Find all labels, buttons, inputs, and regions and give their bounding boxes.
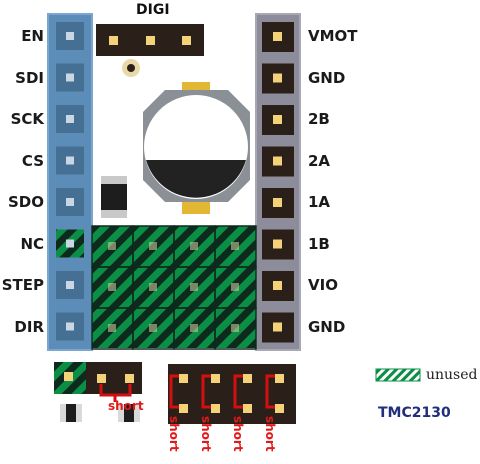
right-pin-1b — [262, 229, 294, 260]
short-label-1: short — [167, 416, 181, 452]
potentiometer — [143, 82, 250, 214]
left-pin-label: SCK — [10, 110, 44, 128]
left-pin-label: CS — [21, 151, 44, 170]
left-pin-sdo — [56, 188, 84, 216]
right-pin-gnd — [262, 312, 294, 343]
model-name: TMC2130 — [378, 405, 451, 421]
right-pin-label: VIO — [308, 276, 338, 294]
jumper-block-left — [54, 362, 142, 402]
left-pin-label: DIR — [14, 317, 44, 336]
right-pin-vio — [262, 271, 294, 301]
right-pin-vmot — [262, 22, 294, 52]
unused-pin-grid — [91, 225, 257, 350]
left-pin-step — [56, 271, 84, 299]
smd-component — [101, 176, 127, 218]
left-pin-label: EN — [21, 27, 44, 45]
right-pin-label: VMOT — [308, 27, 358, 45]
digi-title: DIGI — [136, 2, 170, 18]
right-pin-label: GND — [308, 68, 346, 87]
left-pin-dir — [56, 312, 84, 341]
right-pin-label: 2B — [308, 110, 330, 128]
small-smd-chips — [60, 404, 140, 422]
right-pin-1a — [262, 188, 294, 218]
short-label-3: short — [231, 416, 245, 452]
left-pin-label: STEP — [1, 276, 44, 294]
short-label-2: short — [199, 416, 213, 452]
right-pin-label: 1A — [308, 193, 331, 211]
legend-swatch — [375, 368, 421, 382]
left-pin-en — [56, 22, 84, 50]
left-pin-sockets — [56, 22, 84, 341]
left-pin-nc — [56, 229, 84, 258]
right-pin-label: 1B — [308, 234, 330, 253]
right-pin-label: GND — [308, 317, 346, 336]
left-pin-label: NC — [20, 234, 44, 253]
right-pin-2a — [262, 146, 294, 177]
jumper-block-right — [168, 364, 296, 424]
left-pin-label: SDI — [15, 68, 44, 87]
left-pin-sdi — [56, 63, 84, 92]
digi-header — [96, 24, 204, 56]
short-label-left: short — [108, 399, 144, 413]
short-label-4: short — [263, 416, 277, 452]
right-pin-label: 2A — [308, 151, 331, 170]
left-pin-sck — [56, 105, 84, 133]
right-pin-sockets — [262, 22, 294, 343]
legend-label: unused — [426, 367, 478, 383]
left-pin-label: SDO — [7, 193, 44, 211]
left-pin-cs — [56, 146, 84, 175]
right-pin-gnd — [262, 63, 294, 94]
right-pin-2b — [262, 105, 294, 135]
